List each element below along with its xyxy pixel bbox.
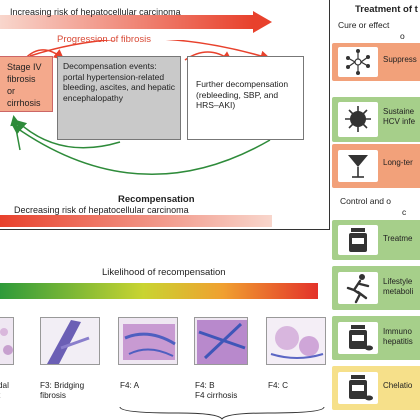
caption-1: dal t (0, 381, 9, 401)
histology-thumb-1 (0, 317, 14, 365)
pill-bottle-icon-3 (338, 372, 378, 404)
stage-iv-line3: cirrhosis (7, 98, 41, 108)
decreasing-risk-label: Decreasing risk of hepatocellular carcin… (14, 205, 189, 215)
virus-icon (338, 102, 378, 137)
increasing-risk-label: Increasing risk of hepatocellular carcin… (10, 7, 181, 17)
treatment-title: Treatment of t (355, 4, 418, 15)
control-card-immuno: Immuno hepatitis (332, 316, 420, 360)
control-card-lifestyle-line1: Lifestyle (383, 277, 413, 286)
control-card-lifestyle-line2: metaboli (383, 287, 414, 296)
control-card-chelation-text: Chelatio (383, 381, 413, 390)
further-decompensation-text: Further decompensation (rebleeding, SBP,… (196, 79, 289, 110)
cure-card-alcohol-text: Long-ter (383, 158, 413, 167)
caption-f4a: F4: A (120, 381, 139, 391)
caption-f3: F3: Bridging fibrosis (40, 381, 84, 401)
decreasing-risk-bar (0, 215, 272, 227)
control-card-lifestyle: Lifestyle metaboli (332, 266, 420, 310)
likelihood-gradient-bar (0, 283, 318, 299)
decompensation-box: Decompensation events: portal hypertensi… (57, 56, 181, 140)
control-card-chelation-label: Chelatio (383, 381, 412, 391)
caption-f4c: F4: C (268, 381, 288, 391)
cure-heading-line1: Cure or effect (338, 20, 390, 30)
control-heading-line1: Control and o (340, 196, 392, 206)
histology-thumb-f4a (118, 317, 178, 365)
cure-card-alcohol: Long-ter (332, 144, 420, 188)
cure-card-suppression: Suppress (332, 43, 420, 81)
stage-iv-line2: fibrosis or (7, 74, 36, 96)
increasing-risk-arrow (0, 11, 272, 33)
histology-thumb-f4c (266, 317, 326, 365)
control-card-immuno-label: Immuno hepatitis (383, 327, 413, 347)
decompensation-text: Decompensation events: portal hypertensi… (63, 61, 175, 103)
f4-bracket (119, 406, 325, 420)
cure-card-hcv: Sustaine HCV infe (332, 97, 420, 142)
control-card-treatment-label: Treatme (383, 234, 413, 244)
cure-card-suppression-label: Suppress (383, 55, 417, 65)
control-card-treatment: Treatme (332, 220, 420, 260)
caption-f4b-line2: F4 cirrhosis (195, 391, 238, 400)
caption-f3-line2: fibrosis (40, 391, 66, 400)
stage-iv-box: Stage IV fibrosis or cirrhosis (0, 56, 53, 112)
cure-card-suppression-text: Suppress (383, 55, 417, 64)
likelihood-label: Likelihood of recompensation (102, 267, 226, 278)
cure-card-hcv-line2: HCV infe (383, 117, 416, 126)
progression-panel (0, 0, 330, 230)
caption-1-line2: t (0, 391, 9, 401)
caption-f4b: F4: B F4 cirrhosis (195, 381, 237, 401)
cure-card-alcohol-label: Long-ter (383, 158, 413, 168)
virus-molecule-icon (338, 47, 378, 77)
control-card-lifestyle-label: Lifestyle metaboli (383, 277, 413, 297)
control-card-treatment-text: Treatme (383, 234, 413, 243)
pill-bottle-icon (338, 225, 378, 255)
further-decompensation-box: Further decompensation (rebleeding, SBP,… (187, 56, 304, 140)
cocktail-glass-icon (338, 150, 378, 182)
control-card-immuno-line2: hepatitis (383, 337, 413, 346)
histology-thumb-f4b (194, 317, 248, 365)
runner-icon (338, 272, 378, 304)
recompensation-label: Recompensation (118, 194, 195, 205)
histology-thumb-f3 (40, 317, 100, 365)
cure-card-hcv-line1: Sustaine (383, 107, 415, 116)
caption-f4a-line1: F4: A (120, 381, 140, 390)
control-heading-line2: c (402, 207, 407, 217)
caption-f3-line1: F3: Bridging (40, 381, 85, 390)
pill-bottle-icon-2 (338, 322, 378, 354)
stage-iv-line1: Stage IV (7, 62, 42, 72)
cure-heading-line2: o (400, 31, 405, 41)
control-card-chelation: Chelatio (332, 366, 420, 410)
control-card-immuno-line1: Immuno (383, 327, 412, 336)
caption-1-line1: dal (0, 381, 9, 390)
caption-f4c-line1: F4: C (268, 381, 289, 390)
caption-f4b-line1: F4: B (195, 381, 215, 390)
progression-label: Progression of fibrosis (57, 34, 151, 45)
cure-card-hcv-label: Sustaine HCV infe (383, 107, 415, 127)
